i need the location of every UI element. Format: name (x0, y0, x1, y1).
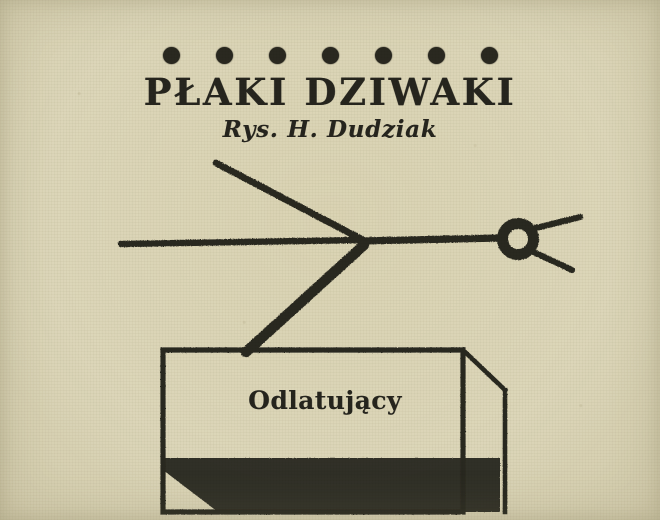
dot-rule (0, 44, 660, 66)
title-block: PŁAKI DZIWAKI Rys. H. Dudziak (0, 70, 660, 143)
dot-rule-dot-3 (268, 46, 286, 64)
dot-rule-dot-1 (162, 46, 180, 64)
dot-rule-dot-6 (427, 46, 445, 64)
lower-wing-line (240, 239, 370, 358)
body-line (356, 234, 504, 245)
artist-byline: Rys. H. Dudziak (222, 116, 438, 143)
head-ring (497, 218, 539, 260)
pedestal-caption: Odlatujący (248, 386, 402, 415)
upper-wing-line (212, 159, 367, 244)
masthead-title: PŁAKI DZIWAKI (143, 70, 517, 114)
bird-figure (117, 159, 584, 358)
beak-lower-line (523, 245, 576, 274)
pedestal (160, 346, 509, 515)
dot-rule-dot-7 (480, 46, 498, 64)
beak-upper-line (524, 213, 584, 234)
tail-line (117, 236, 366, 248)
dot-rule-dot-5 (374, 46, 392, 64)
dot-rule-dot-4 (321, 46, 339, 64)
dot-rule-dot-2 (215, 46, 233, 64)
pedestal-top-edge (459, 346, 509, 394)
pedestal-base-fill (163, 458, 500, 512)
